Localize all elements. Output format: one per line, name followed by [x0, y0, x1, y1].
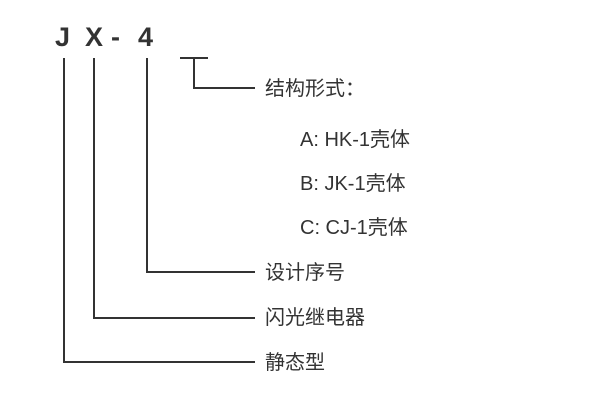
structure-form-label: 结构形式： — [265, 78, 365, 100]
model-char-dash: - — [111, 22, 120, 52]
line-static-type — [63, 58, 255, 363]
model-char-x: X — [85, 22, 104, 52]
design-serial-label: 设计序号 — [265, 262, 345, 284]
line-flash-relay — [93, 58, 255, 319]
structure-option-a: A: HK-1壳体 — [300, 129, 411, 151]
structure-option-b: B: JK-1壳体 — [300, 173, 406, 195]
structure-option-c: C: CJ-1壳体 — [300, 217, 408, 239]
line-design-serial — [146, 58, 255, 273]
static-type-label: 静态型 — [265, 352, 325, 374]
flash-relay-label: 闪光继电器 — [265, 307, 365, 329]
model-char-j: J — [55, 22, 71, 52]
line-structure — [180, 57, 255, 89]
model-char-4: 4 — [138, 22, 154, 52]
